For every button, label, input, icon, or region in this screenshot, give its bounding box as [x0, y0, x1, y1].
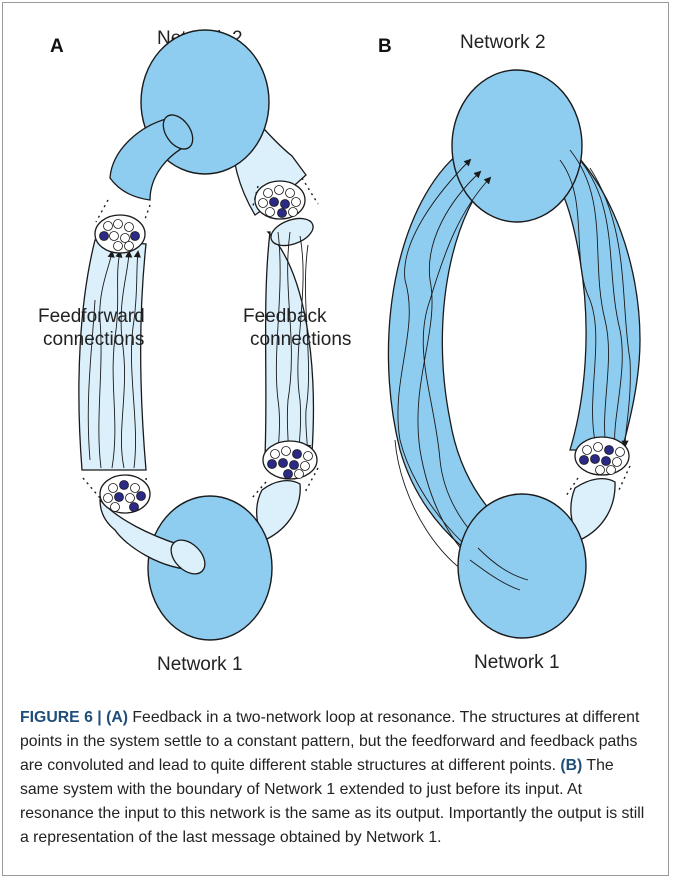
caption-b-tag: (B)	[560, 757, 582, 774]
panel-b: B Network 2 Network 1	[378, 32, 640, 673]
panel-a-network-1-label: Network 1	[157, 654, 243, 675]
caption-a-tag: (A)	[106, 709, 128, 726]
panel-b-network-1-label: Network 1	[474, 652, 560, 673]
panel-b-letter: B	[378, 36, 392, 57]
panel-a-network-1	[148, 496, 272, 640]
panel-a-feedforward-label-line2: connections	[43, 329, 144, 350]
panel-a-letter: A	[50, 36, 64, 57]
resonance-diagram: A Network 2 Network 1	[0, 0, 673, 690]
figure-caption: FIGURE 6 | (A) Feedback in a two-network…	[20, 706, 656, 850]
panel-a-feedback-label-line2: connections	[250, 329, 351, 350]
panel-a: A Network 2 Network 1	[38, 28, 351, 675]
panel-b-network-1	[458, 494, 586, 638]
panel-a-feedback-label-line1: Feedback	[243, 306, 327, 327]
figure-label: FIGURE 6 |	[20, 709, 106, 726]
panel-a-feedforward-label-line1: Feedforward	[38, 306, 145, 327]
panel-b-network-2	[452, 70, 582, 222]
panel-b-network-2-label: Network 2	[460, 32, 546, 53]
